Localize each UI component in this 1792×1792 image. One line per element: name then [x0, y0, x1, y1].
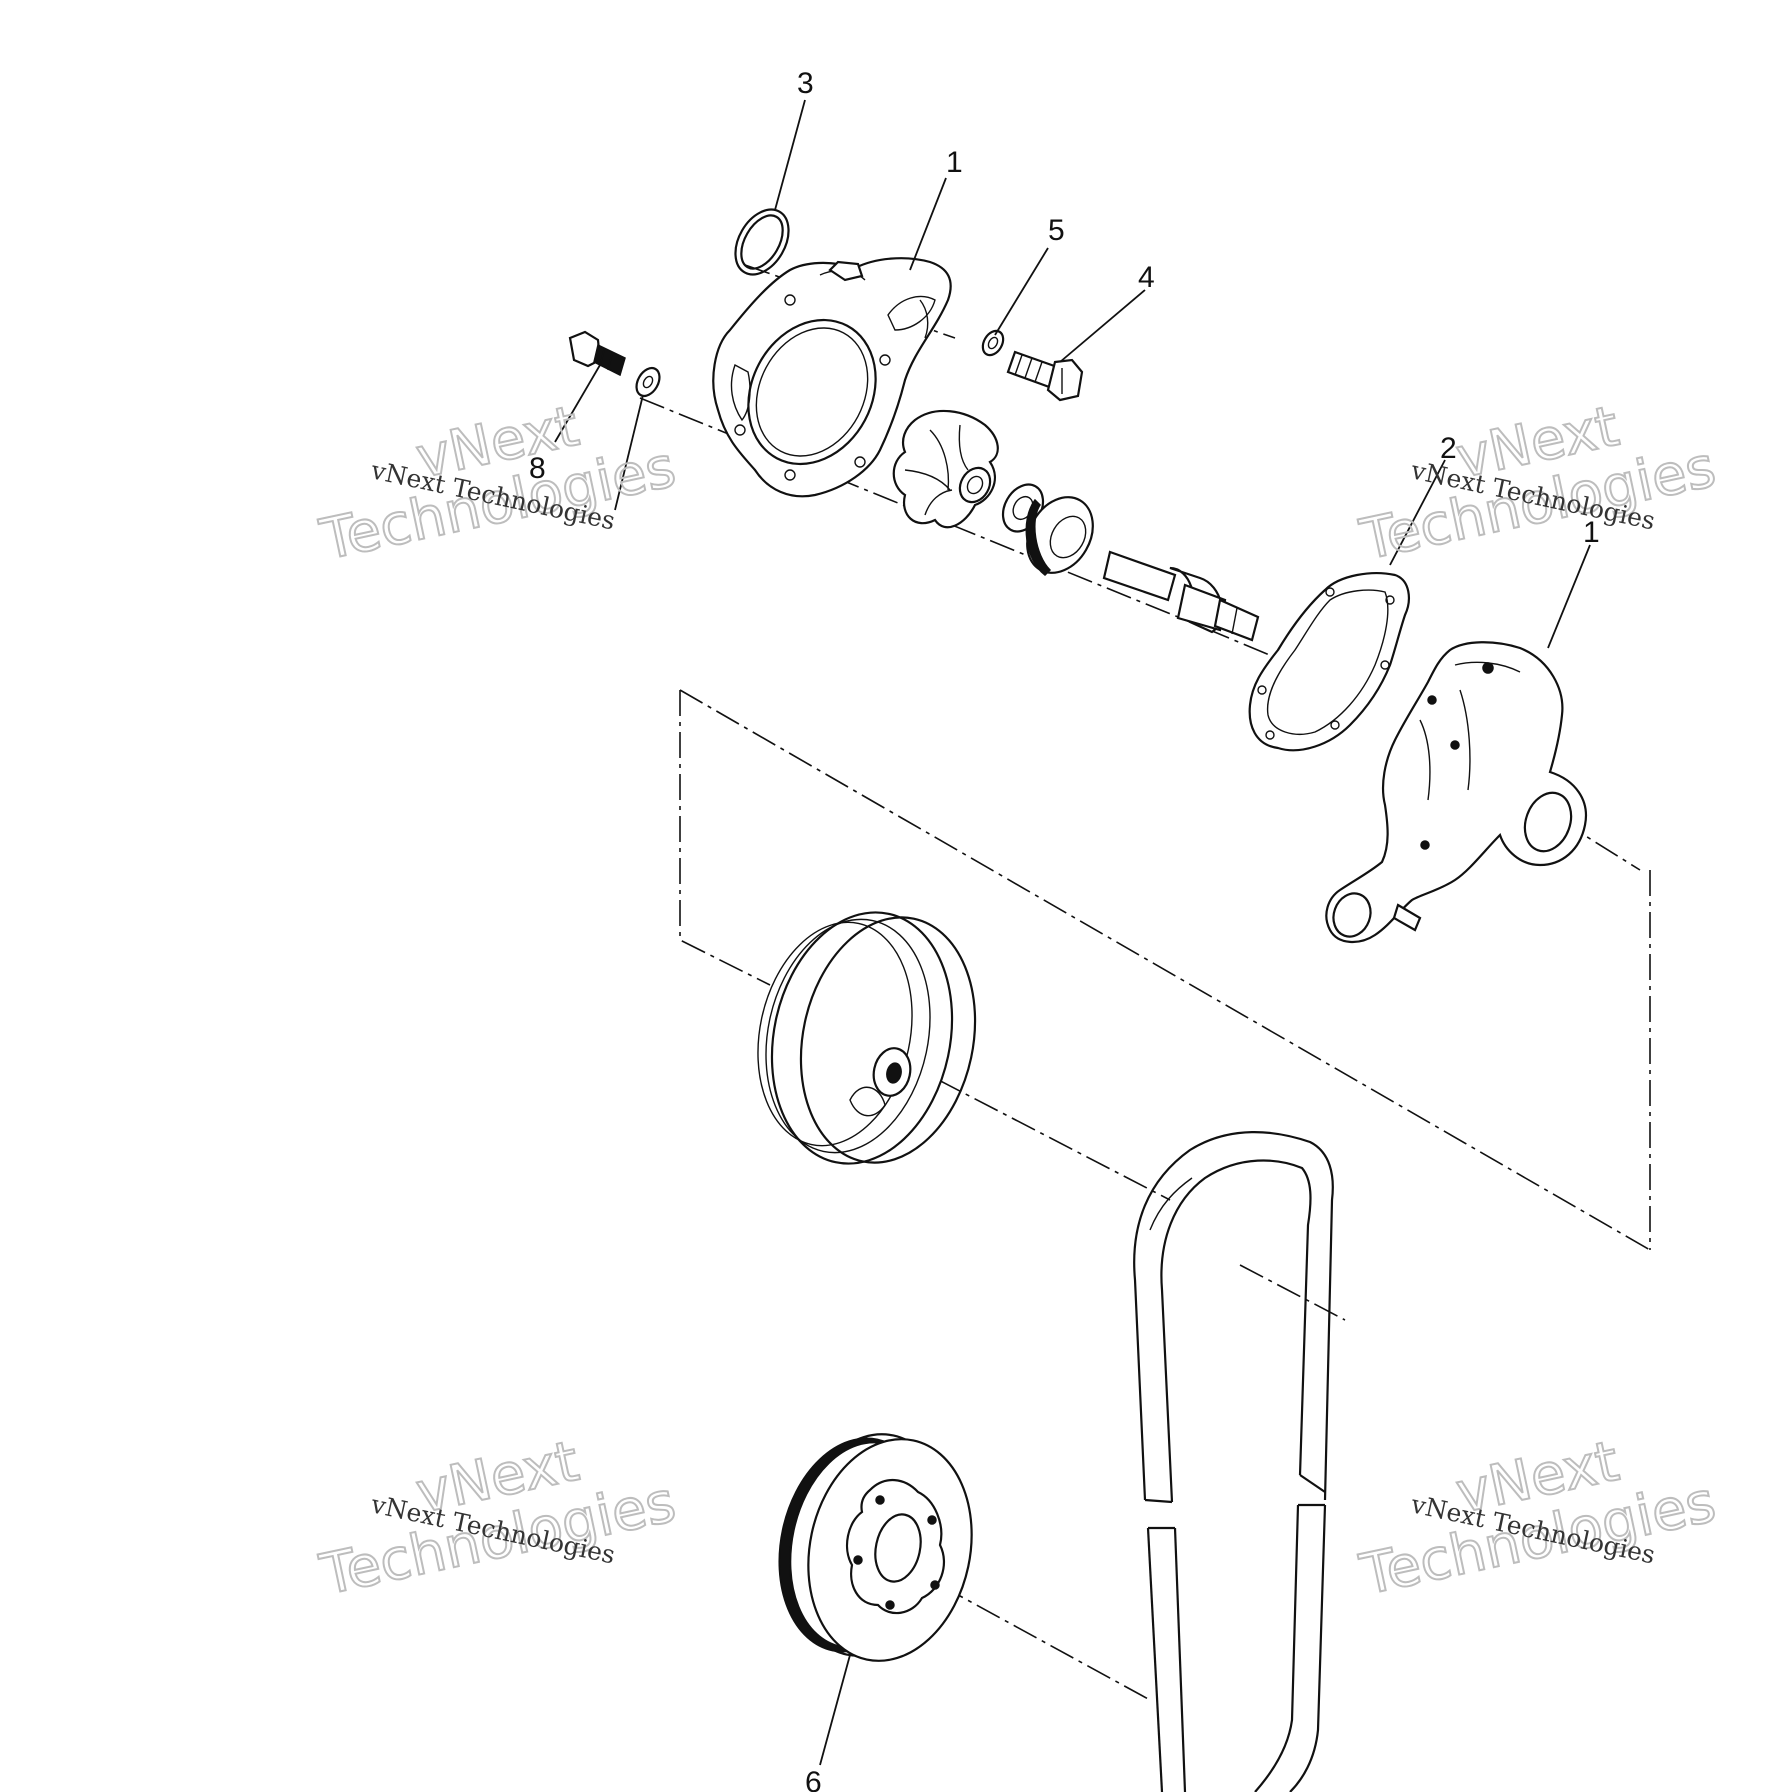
- callout-2: 2: [1440, 432, 1457, 465]
- impeller: [892, 409, 999, 529]
- callout-6: 6: [805, 1766, 822, 1792]
- watermark-top-left: vNext Technologies: [314, 393, 682, 574]
- washer-part-5: [981, 329, 1005, 357]
- callout-1-right: 1: [1583, 516, 1600, 549]
- bearing: [1025, 496, 1094, 576]
- washer-part-8: [635, 366, 661, 398]
- bolt-part-4: [1006, 350, 1084, 402]
- watermark-bottom-left: vNext Technologies: [314, 1428, 682, 1609]
- watermark-top-right: vNext Technologies: [1354, 393, 1722, 574]
- callout-5: 5: [1048, 214, 1065, 247]
- callout-labels: 3 1 5 4 8 2 1 6: [529, 67, 1600, 1792]
- gasket-part-2: [1248, 572, 1410, 752]
- bolt-part-8: [568, 330, 626, 377]
- crank-pulley-part-6: [778, 1433, 973, 1662]
- pump-body-part-1: [1325, 641, 1588, 943]
- callout-8: 8: [529, 452, 546, 485]
- drive-belt: [1133, 1131, 1334, 1792]
- o-ring-part-3: [734, 208, 790, 276]
- pump-shaft: [1102, 550, 1260, 642]
- pump-cover-part-1: [712, 257, 952, 498]
- leader-lines: [554, 99, 1591, 1766]
- pump-pulley: [757, 911, 977, 1165]
- watermark-bottom-right: vNext Technologies: [1354, 1428, 1722, 1609]
- callout-3: 3: [797, 67, 814, 100]
- callout-4: 4: [1138, 261, 1155, 294]
- callout-1-top: 1: [946, 146, 963, 179]
